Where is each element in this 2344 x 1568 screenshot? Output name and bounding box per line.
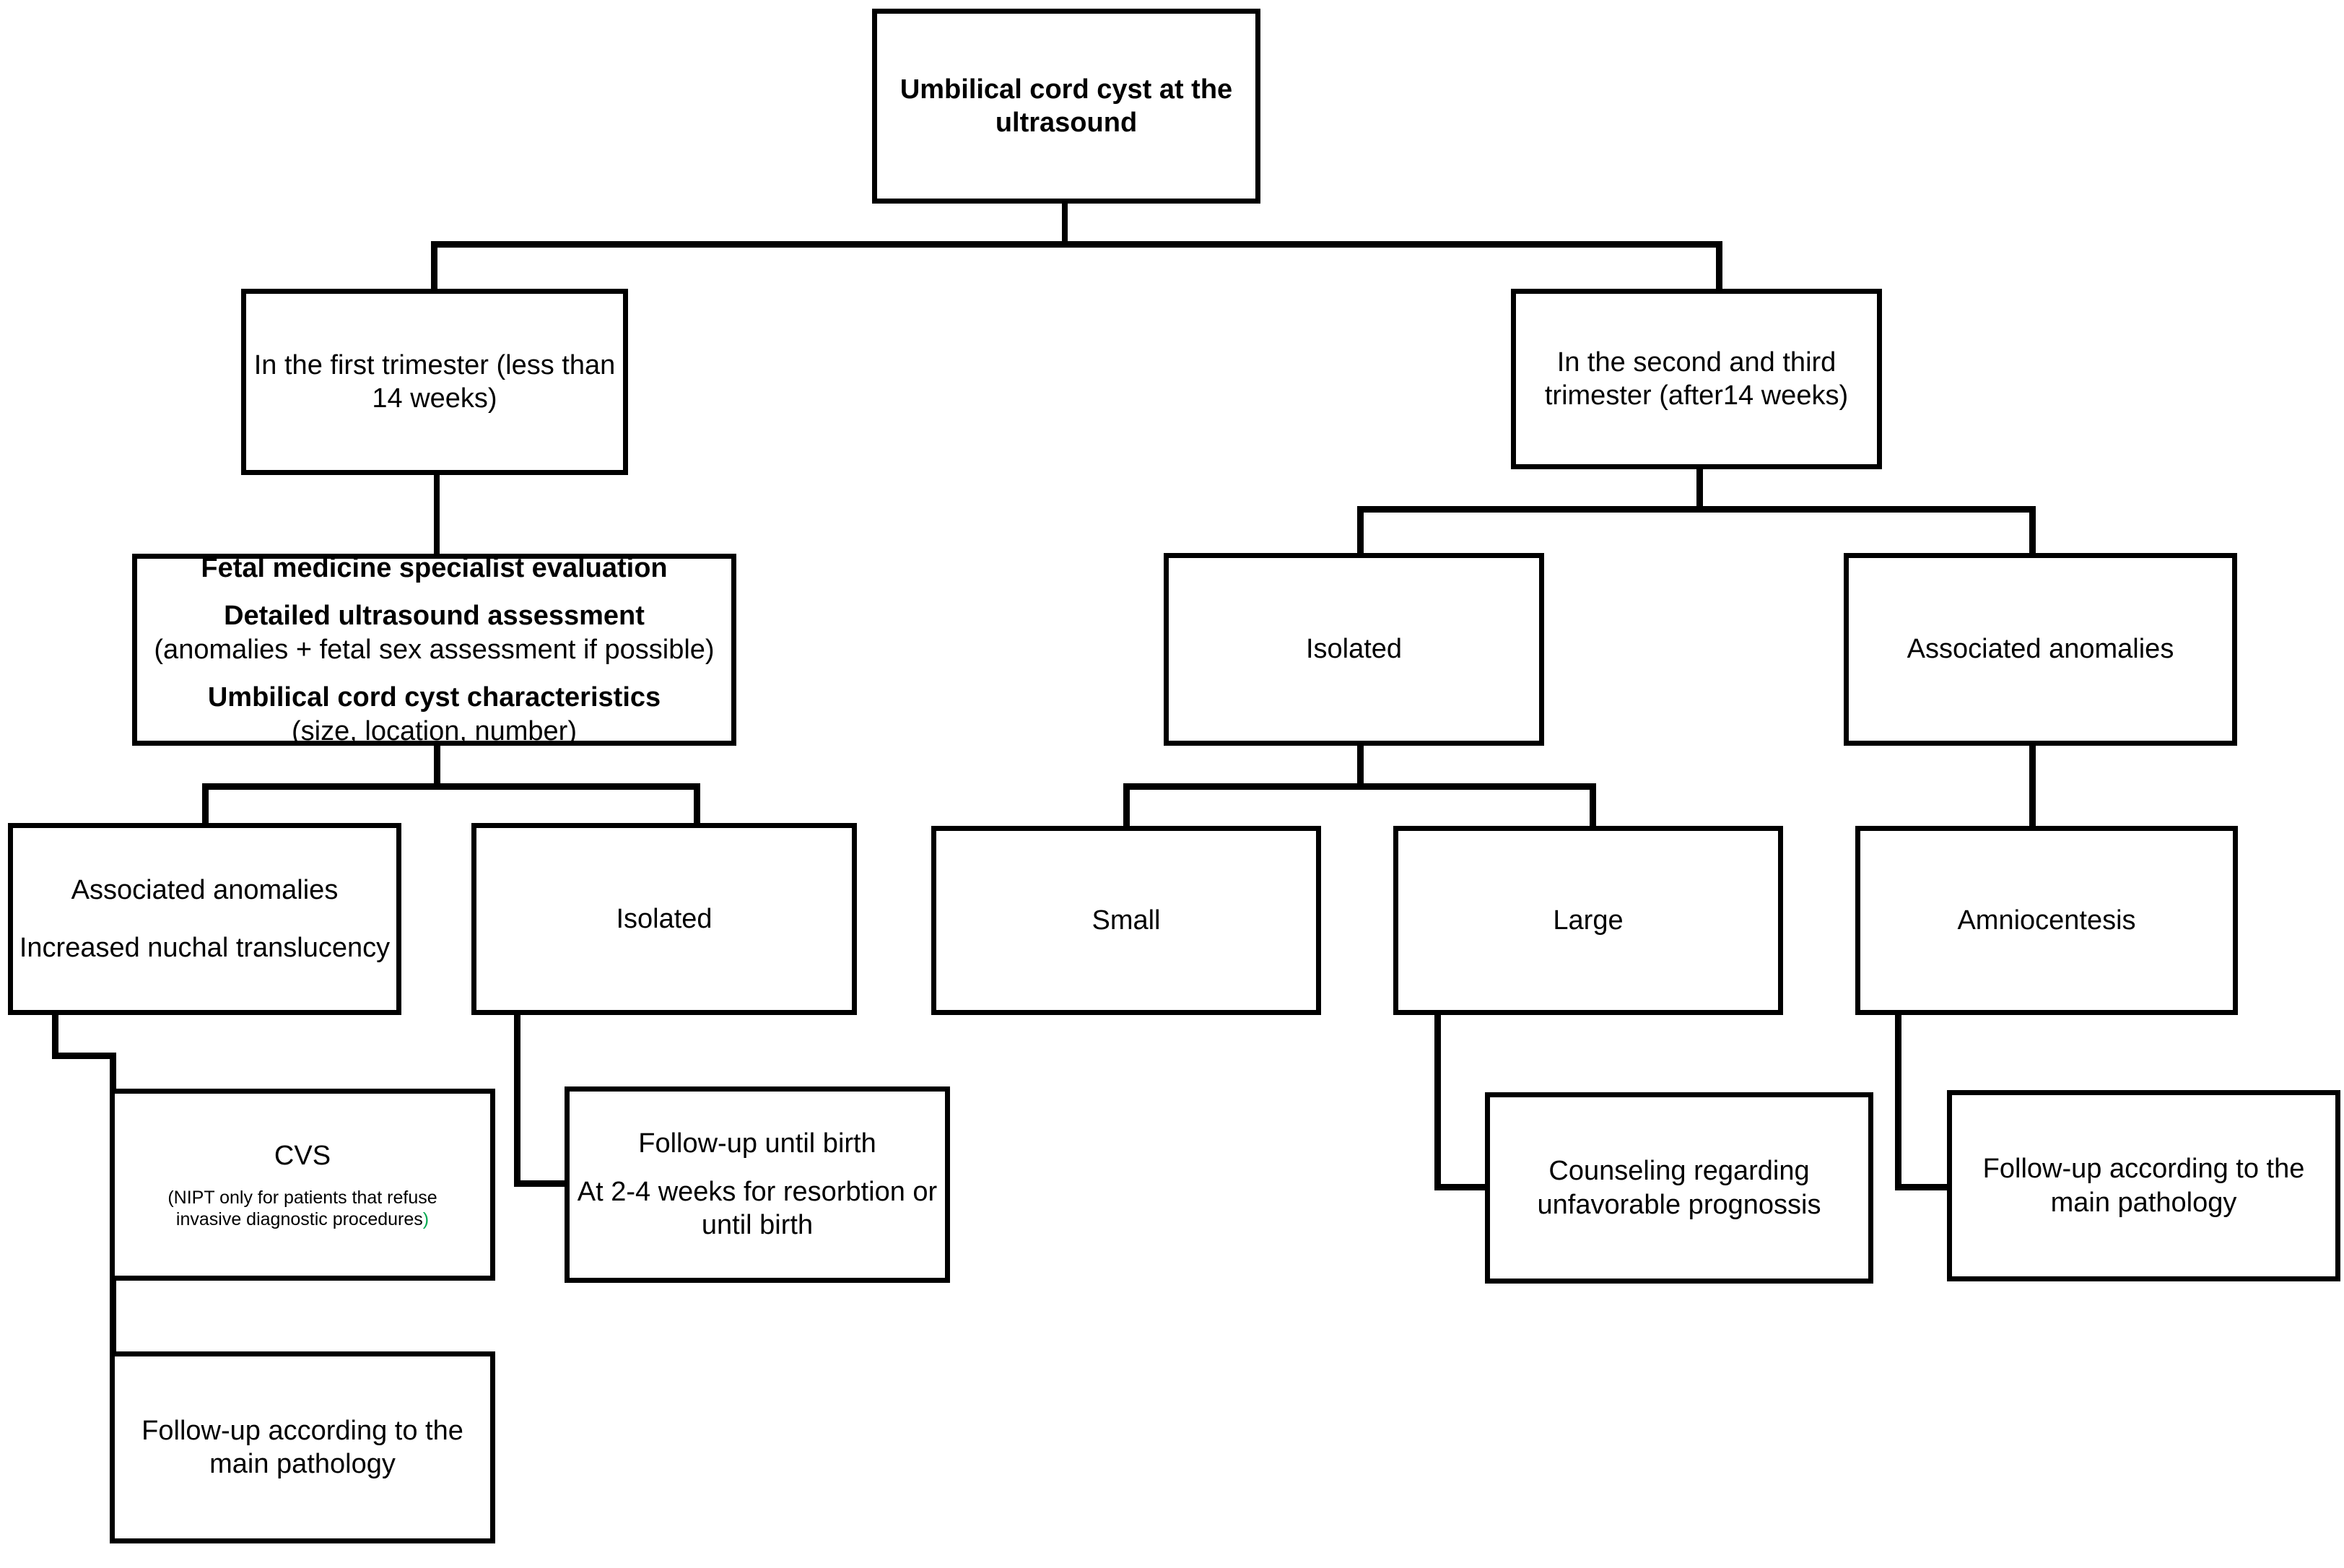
node-ft-isolated[interactable]: Isolated [471,823,857,1015]
node-first-trimester[interactable]: In the first trimester (less than 14 wee… [241,289,628,475]
node-second-third-trimester-line2: trimester (after14 weeks) [1544,380,1849,411]
node-fetal-evaluation-line5: (size, location, number) [292,715,577,746]
node-st-isolated[interactable]: Isolated [1164,553,1544,746]
connector-level1-bar [431,241,1722,248]
connector-ft-assoc-elbow [52,1053,116,1059]
connector-small-large-bar [1123,783,1596,790]
node-cvs-line1: CVS [274,1140,331,1171]
node-fetal-evaluation-line1: Fetal medicine specialist evaluation [201,553,668,584]
node-cvs[interactable]: CVS (NIPT only for patients that refuse … [110,1089,495,1281]
node-ft-associated-anomalies-line2: Increased nuchal translucency [19,933,391,963]
node-ft-followup-pathology-line1: Follow-up according to the [141,1415,463,1446]
node-small[interactable]: Small [931,826,1321,1015]
node-followup-until-birth-line1: Follow-up until birth [638,1128,876,1159]
node-first-trimester-line1: In the first trimester (less than [253,349,616,380]
connector-evaluation-stem [434,744,440,787]
node-counseling[interactable]: Counseling regarding unfavorable prognos… [1485,1092,1873,1284]
node-amniocentesis[interactable]: Amniocentesis [1855,826,2238,1015]
node-st-followup-pathology-line2: main pathology [2050,1187,2237,1218]
node-first-trimester-line2: 14 weeks) [372,383,497,414]
connector-ft-isolated-elbow [514,1180,565,1187]
node-ft-associated-anomalies[interactable]: Associated anomalies Increased nuchal tr… [8,823,401,1015]
node-fetal-evaluation-line2: Detailed ultrasound assessment [224,601,645,632]
connector-ft-to-evaluation [434,473,440,556]
node-followup-until-birth-line2: At 2-4 weeks for resorbtion or [577,1176,938,1207]
connector-amnio-drop [1895,1013,1901,1190]
connector-st-assoc-to-amnio [2029,744,2036,830]
node-large-line1: Large [1553,905,1624,936]
connector-root-stem [1062,201,1068,245]
connector-ft-assoc-drop [52,1013,58,1058]
node-cvs-note: (NIPT only for patients that refuse inva… [115,1187,490,1230]
connector-to-ft-isolated [694,783,700,830]
node-ft-followup-pathology-line2: main pathology [209,1449,396,1479]
node-st-associated-anomalies[interactable]: Associated anomalies [1844,553,2237,746]
node-amniocentesis-line1: Amniocentesis [1957,905,2136,936]
connector-to-st-associated [2029,506,2036,557]
node-fetal-evaluation[interactable]: Fetal medicine specialist evaluation Det… [132,553,736,746]
connector-ft-children-bar [202,783,700,790]
connector-to-small [1123,783,1130,830]
node-st-followup-pathology[interactable]: Follow-up according to the main patholog… [1947,1090,2340,1281]
node-counseling-line1: Counseling regarding [1548,1156,1810,1187]
node-root[interactable]: Umbilical cord cyst at the ultrasound [872,9,1260,204]
connector-st-children-bar [1357,506,2036,513]
node-cvs-note-close-paren: ) [422,1209,430,1230]
connector-st-isolated-stem [1357,744,1364,787]
node-ft-associated-anomalies-line1: Associated anomalies [71,874,339,905]
node-followup-until-birth-line3: until birth [701,1210,814,1241]
node-root-line1: Umbilical cord cyst at the [899,74,1233,105]
connector-amnio-elbow [1895,1184,1953,1190]
node-counseling-line2: unfavorable prognossis [1537,1189,1821,1220]
node-cvs-note-text: (NIPT only for patients that refuse inva… [167,1188,437,1230]
node-root-line2: ultrasound [995,108,1138,138]
connector-to-large [1590,783,1596,830]
node-fetal-evaluation-line4: Umbilical cord cyst characteristics [207,682,661,713]
node-fetal-evaluation-line3: (anomalies + fetal sex assessment if pos… [154,634,715,665]
connector-large-elbow [1434,1184,1485,1190]
connector-to-ft-associated [202,783,209,830]
node-small-line1: Small [1092,905,1161,936]
node-large[interactable]: Large [1393,826,1783,1015]
connector-to-second-third-trimester [1716,241,1722,290]
node-st-isolated-line1: Isolated [1305,634,1403,665]
node-ft-followup-pathology[interactable]: Follow-up according to the main patholog… [110,1351,495,1543]
node-followup-until-birth[interactable]: Follow-up until birth At 2-4 weeks for r… [565,1086,950,1283]
connector-st-stem [1696,466,1703,510]
connector-to-st-isolated [1357,506,1364,557]
node-ft-isolated-line1: Isolated [616,903,713,934]
node-second-third-trimester[interactable]: In the second and third trimester (after… [1511,289,1882,469]
connector-to-first-trimester [431,241,437,290]
connector-large-drop [1434,1013,1441,1190]
node-st-followup-pathology-line1: Follow-up according to the [1982,1154,2305,1185]
connector-ft-isolated-drop [514,1013,520,1186]
node-st-associated-anomalies-line1: Associated anomalies [1907,634,2174,665]
node-second-third-trimester-line1: In the second and third [1556,347,1837,378]
